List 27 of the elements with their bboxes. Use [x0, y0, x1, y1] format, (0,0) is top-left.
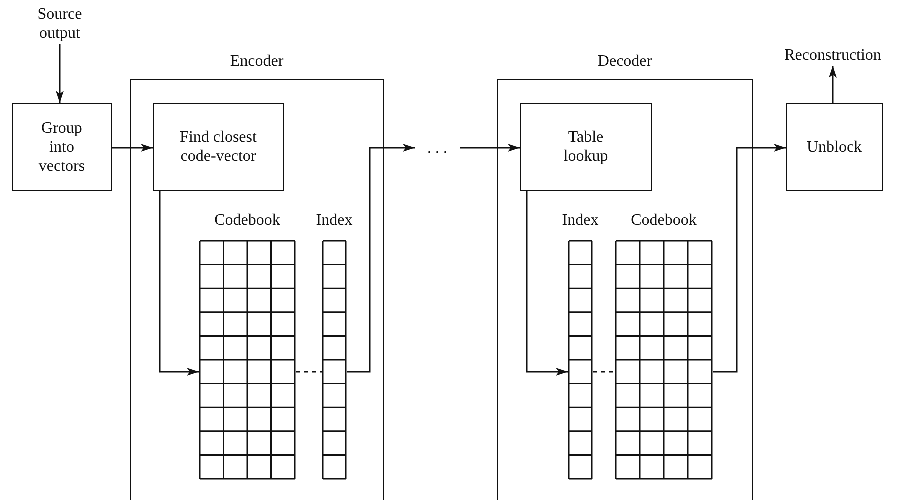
process-box [786, 103, 883, 191]
arrow [56, 44, 64, 103]
arrow [713, 144, 786, 373]
arrow [347, 144, 415, 373]
process-box [12, 103, 112, 191]
arrow [112, 144, 153, 152]
process-label: Find closest code-vector [179, 128, 258, 166]
signal-label: . . . [426, 138, 448, 158]
signal-label: Reconstruction [784, 46, 882, 64]
table-heading: Codebook [214, 211, 280, 230]
table-heading: Index [316, 211, 353, 230]
process-label: Group into vectors [38, 118, 86, 176]
table-heading: Index [562, 211, 599, 230]
arrow [829, 66, 837, 103]
process-box [520, 103, 652, 191]
process-box [153, 103, 284, 191]
process-label: Unblock [806, 138, 864, 156]
block-title: Decoder [598, 52, 652, 71]
arrow [460, 144, 520, 152]
connector-line [296, 371, 322, 373]
process-label: Table lookup [562, 128, 610, 166]
table-heading: Codebook [631, 211, 697, 230]
arrow [526, 191, 568, 376]
signal-label: Source output [36, 5, 84, 43]
arrow [159, 191, 199, 376]
connector-line [593, 371, 615, 373]
block-title: Encoder [230, 52, 284, 71]
